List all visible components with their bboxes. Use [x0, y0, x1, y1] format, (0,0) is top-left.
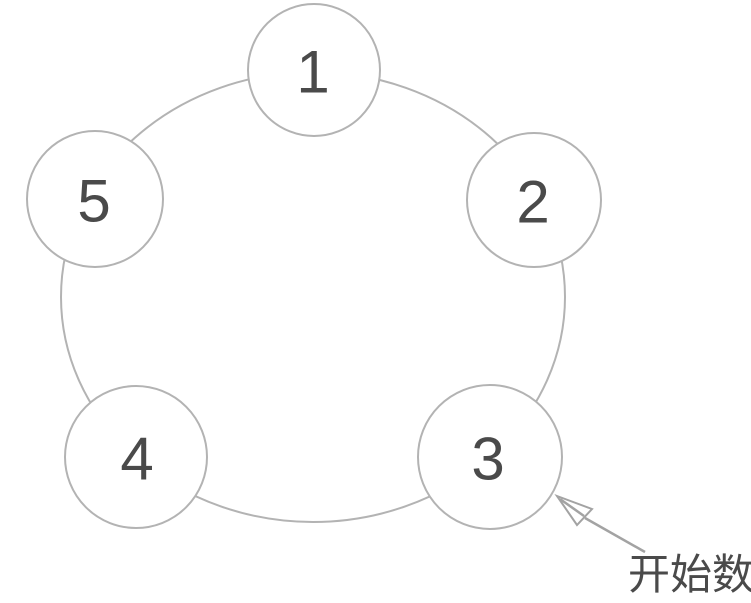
node-label-5: 5	[77, 168, 110, 235]
node-4: 4	[64, 385, 208, 529]
node-label-4: 4	[120, 426, 153, 493]
arrow-crease	[559, 497, 585, 518]
node-circle-4	[64, 385, 208, 529]
node-label-2: 2	[516, 169, 549, 236]
node-5: 5	[26, 130, 164, 268]
node-label-3: 3	[471, 426, 504, 493]
node-circle-3	[417, 384, 563, 530]
node-2: 2	[466, 132, 602, 268]
start-annotation: 开始数	[554, 493, 751, 598]
node-label-1: 1	[296, 39, 329, 106]
node-circle-1	[247, 3, 381, 137]
node-3: 3	[417, 384, 563, 530]
annotation-label: 开始数	[628, 551, 751, 598]
arrow-shaft	[584, 516, 646, 554]
node-circle-2	[466, 132, 602, 268]
node-1: 1	[247, 3, 381, 137]
node-circle-5	[26, 130, 164, 268]
